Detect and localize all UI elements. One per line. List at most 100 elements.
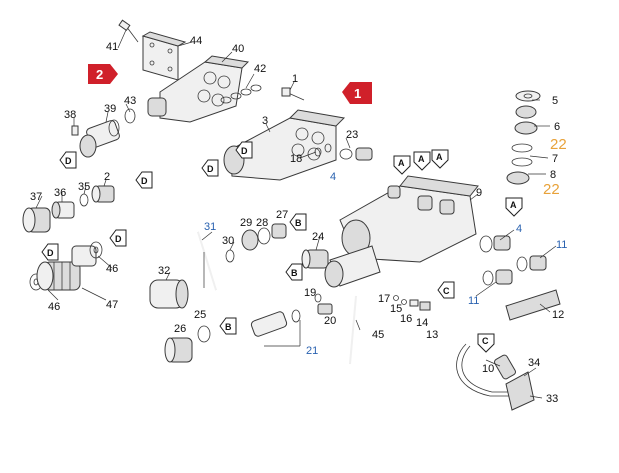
part-12-cover-strip — [505, 289, 561, 321]
badge-2: 2 — [88, 64, 118, 84]
label-8: 8 — [550, 169, 556, 181]
marker-a-1: A — [393, 155, 411, 175]
svg-text:2: 2 — [96, 67, 103, 82]
marker-b-3: B — [219, 317, 237, 335]
part-32-knob — [149, 279, 189, 309]
marker-a-2: A — [413, 151, 431, 171]
part-18-rings — [314, 143, 332, 157]
label-46-left: 46 — [48, 301, 60, 313]
part-2-plug — [91, 185, 115, 203]
label-38: 38 — [64, 109, 76, 121]
part-39-nozzle — [79, 119, 120, 158]
label-22-bottom: 22 — [543, 181, 560, 198]
label-15: 15 — [390, 303, 402, 315]
part-9-manifold — [324, 175, 479, 288]
label-11-lower: 11 — [468, 295, 479, 307]
label-41: 41 — [106, 41, 118, 53]
part-29-spring-seat — [241, 229, 259, 251]
label-24: 24 — [312, 231, 324, 243]
part-3-housing — [223, 109, 346, 181]
label-17: 17 — [378, 293, 390, 305]
label-25: 25 — [194, 309, 206, 321]
label-47: 47 — [106, 299, 118, 311]
part-31-stem — [197, 231, 217, 291]
marker-d-4: D — [109, 229, 127, 247]
part-23-valve — [339, 147, 373, 161]
part-42-o-rings — [220, 84, 262, 104]
label-30: 30 — [222, 235, 234, 247]
part-27-nut — [271, 223, 287, 239]
part-5-washer — [515, 90, 541, 102]
marker-d-6: D — [235, 141, 253, 159]
label-42: 42 — [254, 63, 266, 75]
part-25-ring — [197, 325, 211, 343]
marker-d-5: D — [41, 243, 59, 261]
label-19: 19 — [304, 287, 316, 299]
part-33-34-hose-assembly — [456, 343, 535, 411]
svg-text:B: B — [225, 322, 232, 332]
part-8-seal — [506, 171, 530, 185]
part-7-ring — [511, 143, 533, 167]
label-44: 44 — [190, 35, 202, 47]
label-13: 13 — [426, 329, 438, 341]
label-26: 26 — [174, 323, 186, 335]
part-24-valve — [301, 249, 329, 269]
reference-markers: D D D D D D A A — [41, 141, 523, 353]
part-number-labels: 41 44 40 42 43 1 38 39 3 23 18 4 5 6 22 … — [30, 35, 567, 405]
label-39: 39 — [104, 103, 116, 115]
marker-d-1: D — [59, 151, 77, 169]
label-20: 20 — [324, 315, 336, 327]
marker-b-1: B — [289, 213, 307, 231]
marker-a-4: A — [505, 197, 523, 217]
label-40: 40 — [232, 43, 244, 55]
part-20-fitting — [317, 303, 333, 315]
part-44-bracket — [141, 31, 187, 81]
svg-text:D: D — [241, 146, 248, 156]
part-45-rod — [349, 295, 357, 365]
label-6: 6 — [554, 121, 560, 133]
part-40-head-block — [147, 55, 250, 123]
part-11-right-plug — [516, 255, 547, 272]
label-14: 14 — [416, 317, 428, 329]
label-21: 21 — [306, 345, 318, 357]
label-16: 16 — [400, 313, 412, 325]
label-34: 34 — [528, 357, 540, 369]
part-38-screw — [71, 125, 79, 136]
label-11-right: 11 — [556, 239, 567, 251]
svg-text:D: D — [207, 164, 214, 174]
marker-d-3: D — [135, 171, 153, 189]
svg-text:1: 1 — [354, 86, 361, 101]
label-46-right: 46 — [106, 263, 118, 275]
marker-a-3: A — [431, 149, 449, 169]
label-18: 18 — [290, 153, 302, 165]
part-11-lower-plug — [482, 269, 513, 286]
label-27: 27 — [276, 209, 288, 221]
svg-text:A: A — [510, 200, 517, 210]
label-31: 31 — [204, 221, 216, 233]
label-45: 45 — [372, 329, 384, 341]
label-3: 3 — [262, 115, 268, 127]
label-35: 35 — [78, 181, 90, 193]
label-23: 23 — [346, 129, 358, 141]
label-4-top: 4 — [330, 171, 336, 183]
part-41-screw — [118, 19, 139, 43]
part-46-right-washer — [89, 241, 103, 259]
svg-text:D: D — [115, 234, 122, 244]
part-43-ring — [124, 108, 136, 124]
label-36: 36 — [54, 187, 66, 199]
badge-1: 1 — [342, 82, 372, 104]
part-17-16-15-14-small-parts — [393, 295, 431, 311]
label-37: 37 — [30, 191, 42, 203]
marker-c-1: C — [437, 281, 455, 299]
part-37-cap — [22, 207, 51, 233]
part-1-bolt — [281, 87, 305, 101]
svg-text:B: B — [291, 268, 298, 278]
part-21-unloader — [250, 309, 301, 337]
svg-text:C: C — [482, 336, 489, 346]
label-28: 28 — [256, 217, 268, 229]
part-26-plug — [164, 337, 193, 363]
marker-c-2: C — [477, 333, 495, 353]
label-7: 7 — [552, 153, 558, 165]
svg-text:A: A — [436, 152, 443, 162]
part-19-ball — [314, 293, 322, 303]
